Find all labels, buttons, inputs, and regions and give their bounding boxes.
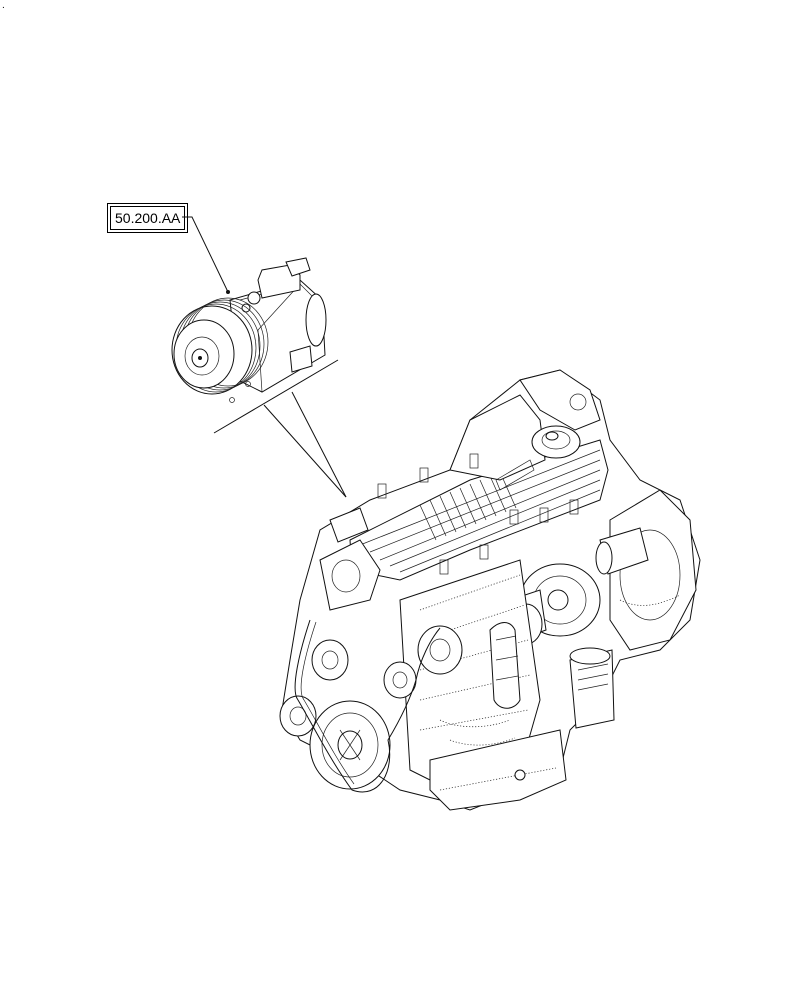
callout-leader-line bbox=[182, 216, 230, 294]
callout-label-50-200-aa[interactable]: 50.200.AA bbox=[106, 203, 189, 233]
engine-assembly-icon[interactable] bbox=[279, 369, 701, 811]
ac-compressor-icon[interactable] bbox=[171, 257, 327, 403]
explode-break-lines bbox=[213, 359, 347, 498]
corner-mark: . bbox=[2, 0, 5, 11]
